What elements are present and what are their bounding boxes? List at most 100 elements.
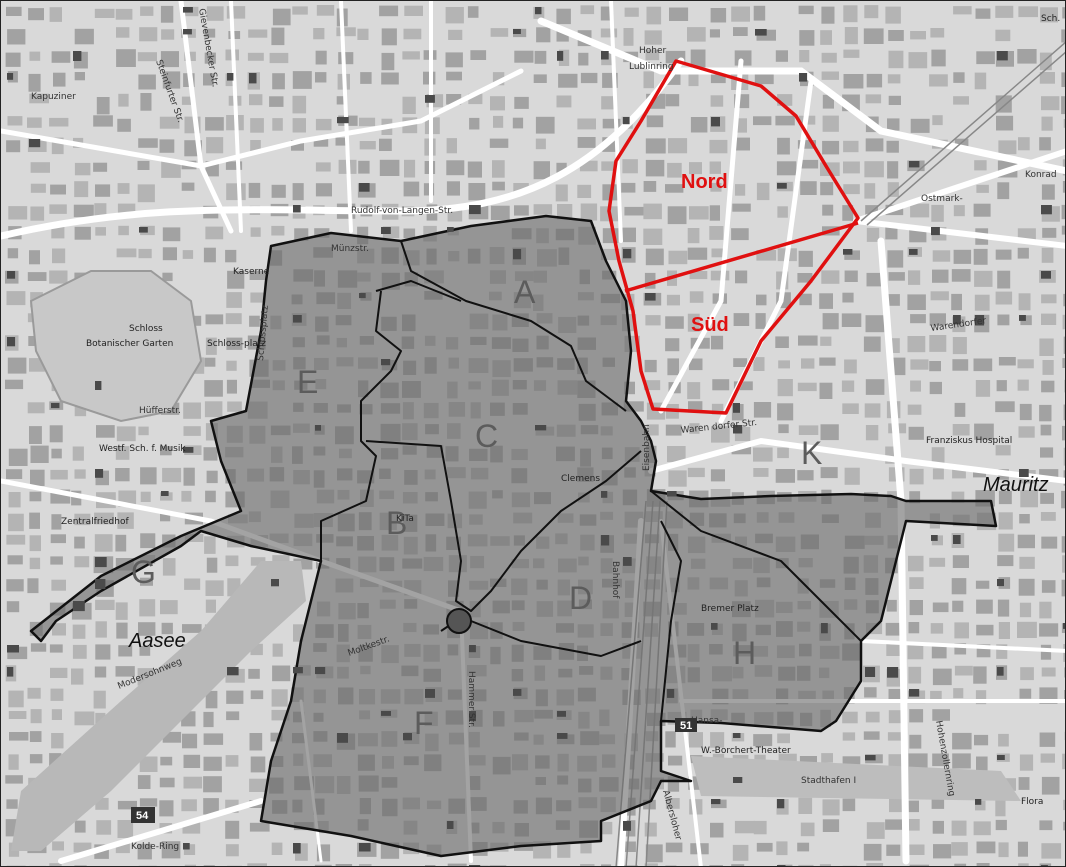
highlight-area[interactable] — [607, 59, 860, 415]
city-block — [953, 96, 969, 105]
city-block — [732, 844, 749, 861]
city-block — [94, 534, 113, 552]
city-block — [668, 755, 683, 766]
building — [645, 293, 656, 301]
city-block — [929, 335, 947, 352]
city-block — [116, 622, 128, 639]
city-block — [204, 52, 216, 64]
poi-bremer-platz: Bremer Platz — [701, 604, 759, 614]
city-block — [206, 137, 224, 154]
city-block — [183, 844, 196, 855]
city-block — [687, 382, 701, 400]
building — [227, 667, 239, 676]
city-block — [665, 338, 680, 352]
city-block — [1064, 379, 1065, 393]
building — [909, 161, 920, 168]
building — [293, 667, 303, 674]
zone-label-F: F — [414, 705, 434, 741]
building — [733, 425, 743, 434]
street-hansa: Hansa- — [691, 716, 722, 726]
zone-layer[interactable] — [29, 214, 998, 858]
building — [953, 535, 961, 544]
ludgeriplatz-circle — [446, 608, 472, 634]
city-block — [117, 183, 130, 194]
city-block — [667, 162, 682, 178]
city-block — [731, 6, 750, 22]
city-block — [535, 138, 546, 150]
city-block — [732, 203, 751, 212]
street-bahnhof: Bahnhof — [610, 561, 620, 599]
building — [1019, 315, 1026, 321]
city-block — [162, 71, 181, 89]
city-block — [49, 117, 69, 127]
city-block — [797, 470, 814, 481]
building — [469, 711, 476, 722]
city-block — [159, 777, 175, 788]
city-block — [139, 756, 158, 772]
city-block — [665, 731, 676, 748]
city-block — [1062, 425, 1065, 441]
street-ostmark: Ostmark- — [921, 194, 963, 204]
city-block — [952, 753, 971, 769]
city-block — [709, 865, 723, 866]
city-block — [623, 865, 638, 866]
city-block — [866, 863, 884, 866]
city-block — [976, 624, 994, 636]
city-block — [181, 490, 192, 502]
city-block — [1017, 49, 1037, 64]
city-block — [908, 555, 924, 572]
city-block — [247, 52, 264, 61]
city-block — [1040, 7, 1058, 23]
city-block — [204, 28, 216, 38]
city-block — [1019, 556, 1035, 569]
city-block — [709, 161, 721, 174]
building — [799, 73, 808, 82]
city-block — [1039, 732, 1056, 747]
city-block — [711, 426, 730, 443]
city-block — [1040, 424, 1052, 436]
city-block — [6, 799, 18, 809]
city-block — [931, 646, 947, 659]
city-block — [885, 6, 901, 24]
city-block — [445, 7, 464, 24]
city-block — [645, 844, 663, 863]
city-block — [820, 30, 832, 45]
city-block — [932, 668, 952, 686]
city-block — [954, 643, 967, 655]
city-block — [822, 313, 839, 330]
building — [359, 843, 371, 852]
city-block — [1062, 358, 1065, 368]
building — [777, 183, 787, 189]
highlight-label-north: Nord — [681, 171, 728, 193]
zone-outer[interactable] — [29, 214, 998, 858]
highlight-outline[interactable] — [607, 59, 860, 415]
city-block — [843, 49, 860, 58]
city-block — [183, 754, 201, 768]
city-block — [755, 313, 766, 329]
city-block — [669, 7, 689, 21]
city-block — [139, 798, 158, 807]
city-block — [909, 864, 930, 866]
city-block — [1019, 403, 1032, 421]
city-block — [932, 602, 949, 613]
city-block — [137, 775, 151, 789]
city-block — [998, 622, 1010, 639]
city-block — [94, 8, 115, 18]
city-block — [140, 467, 157, 485]
city-block — [797, 140, 816, 149]
city-block — [645, 315, 661, 326]
city-block — [7, 555, 23, 565]
poi-clemens: Clemens — [561, 474, 600, 484]
city-block — [710, 469, 725, 482]
city-block — [689, 206, 709, 220]
city-block — [733, 27, 748, 36]
city-block — [778, 753, 797, 765]
city-block — [205, 690, 218, 709]
city-block — [951, 578, 967, 595]
city-block — [821, 52, 837, 63]
city-block — [204, 380, 223, 397]
city-block — [908, 753, 928, 771]
zone-label-C: C — [475, 418, 498, 454]
